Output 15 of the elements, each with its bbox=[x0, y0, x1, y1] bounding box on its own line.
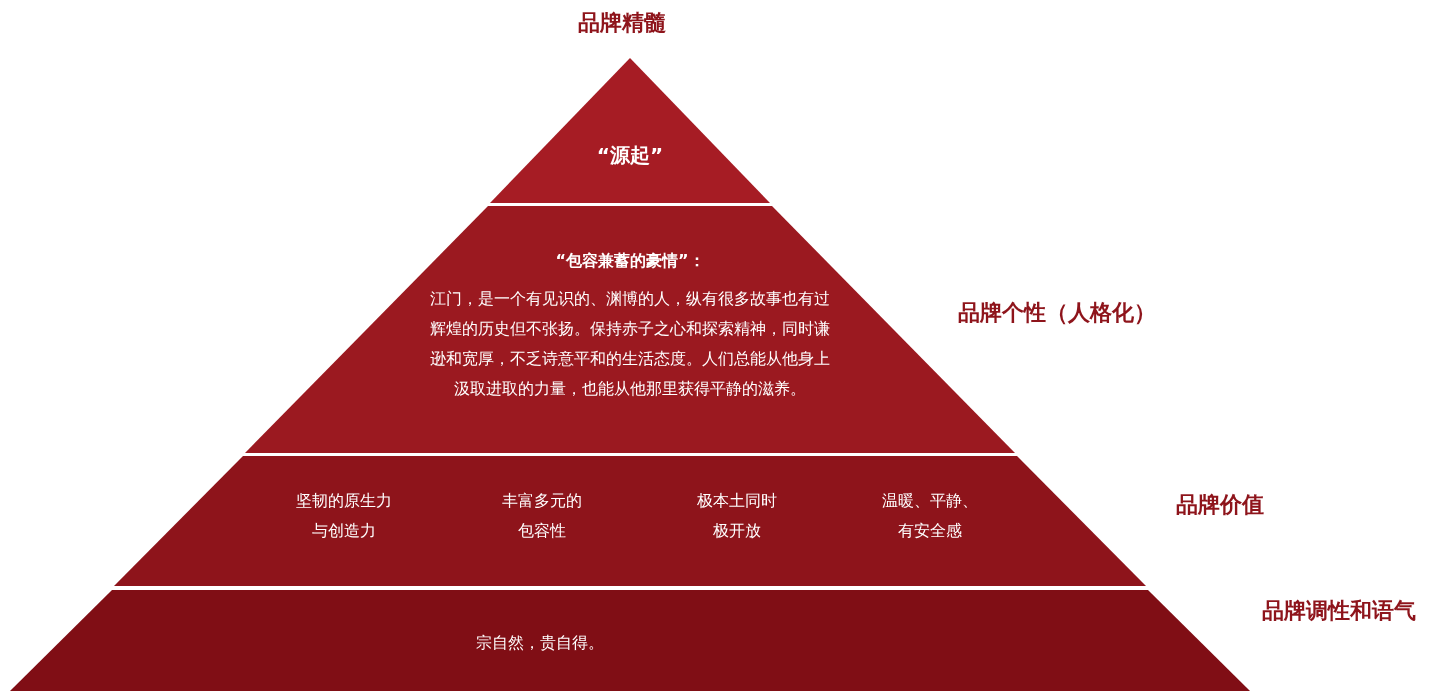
tier-label: 品牌个性（人格化） bbox=[958, 299, 1156, 327]
value-text: 坚韧的原生力与创造力 bbox=[295, 490, 393, 542]
value-text: 极本土同时极开放 bbox=[696, 490, 778, 542]
pyramid-tier bbox=[114, 456, 1146, 586]
tier-text: 宗自然，贵自得。 bbox=[475, 632, 605, 654]
tier-label: 品牌调性和语气 bbox=[1262, 597, 1416, 625]
tier-label: 品牌精髓 bbox=[578, 9, 666, 37]
value-text: 丰富多元的包容性 bbox=[501, 490, 583, 542]
description-paragraph: 江门，是一个有见识的、渊博的人，纵有很多故事也有过辉煌的历史但不张扬。保持赤子之心和探索精神，同时谦逊和宽厚，不乏诗意平和的生活态度。人们总能从他身上汲取进取的力量，也能从他那里获得平静的滋养。 bbox=[430, 288, 830, 400]
value-text: 温暖、平静、有安全感 bbox=[881, 490, 979, 542]
tier-heading: “源起” bbox=[595, 142, 665, 169]
tier-heading: “包容兼蓄的豪情”： bbox=[554, 250, 706, 272]
tier-label: 品牌价值 bbox=[1176, 491, 1264, 519]
pyramid-top-triangle bbox=[490, 58, 770, 203]
pyramid-tier bbox=[10, 590, 1250, 691]
